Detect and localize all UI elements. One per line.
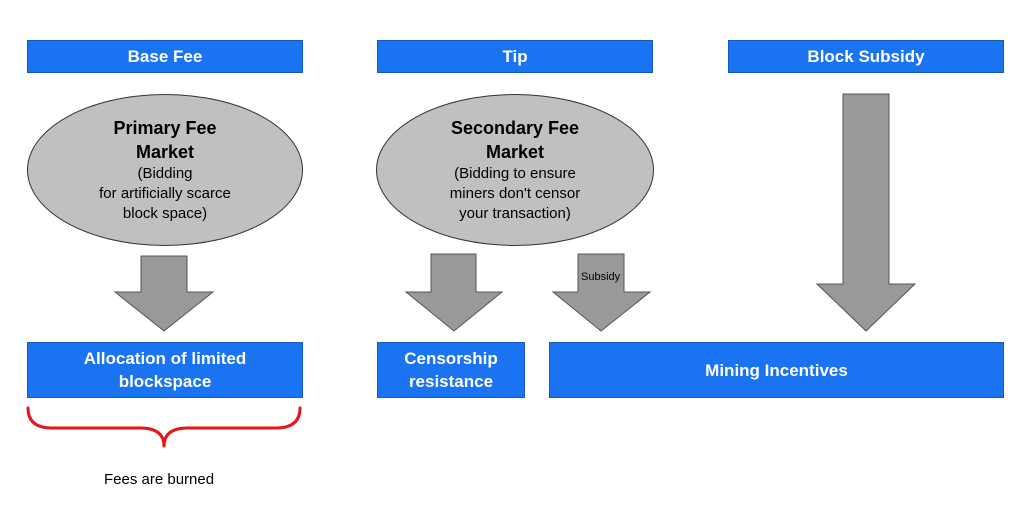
primary-fee-market-ellipse: Primary Fee Market (Bidding for artifici… xyxy=(27,94,303,246)
arrow-primary-to-allocation xyxy=(113,255,215,332)
subsidy-arrow-label: Subsidy xyxy=(581,271,621,283)
base-fee-label: Base Fee xyxy=(127,46,203,66)
primary-desc-line1: (Bidding xyxy=(137,165,193,182)
arrow-block-subsidy-to-mining xyxy=(815,93,917,332)
secondary-title-line1: Secondary Fee xyxy=(450,118,580,138)
primary-desc-line2: for artificially scarce xyxy=(99,185,231,202)
secondary-title-line2: Market xyxy=(485,142,545,162)
secondary-desc-line2: miners don't censor xyxy=(449,185,581,202)
secondary-desc-line1: (Bidding to ensure xyxy=(454,165,576,182)
base-fee-header: Base Fee xyxy=(27,40,303,73)
secondary-desc-line3: your transaction) xyxy=(459,205,571,222)
allocation-line2: blockspace xyxy=(118,372,212,391)
fees-burned-note: Fees are burned xyxy=(104,471,215,488)
censorship-line2: resistance xyxy=(408,372,494,391)
primary-title-line1: Primary Fee xyxy=(113,118,217,138)
primary-desc-line3: block space) xyxy=(122,205,208,222)
secondary-fee-market-ellipse: Secondary Fee Market (Bidding to ensure … xyxy=(376,94,654,246)
block-subsidy-label: Block Subsidy xyxy=(807,46,925,66)
fees-burned-brace xyxy=(26,406,302,448)
arrow-secondary-to-censorship xyxy=(404,253,504,332)
tip-header: Tip xyxy=(377,40,653,73)
allocation-line1: Allocation of limited xyxy=(83,349,247,368)
allocation-box: Allocation of limited blockspace xyxy=(27,342,303,398)
mining-incentives-box: Mining Incentives xyxy=(549,342,1004,398)
censorship-line1: Censorship xyxy=(404,349,498,368)
tip-label: Tip xyxy=(502,46,528,66)
primary-title-line2: Market xyxy=(135,142,195,162)
mining-incentives-label: Mining Incentives xyxy=(705,360,848,380)
block-subsidy-header: Block Subsidy xyxy=(728,40,1004,73)
arrow-subsidy-to-mining xyxy=(551,253,652,332)
censorship-resistance-box: Censorship resistance xyxy=(377,342,525,398)
